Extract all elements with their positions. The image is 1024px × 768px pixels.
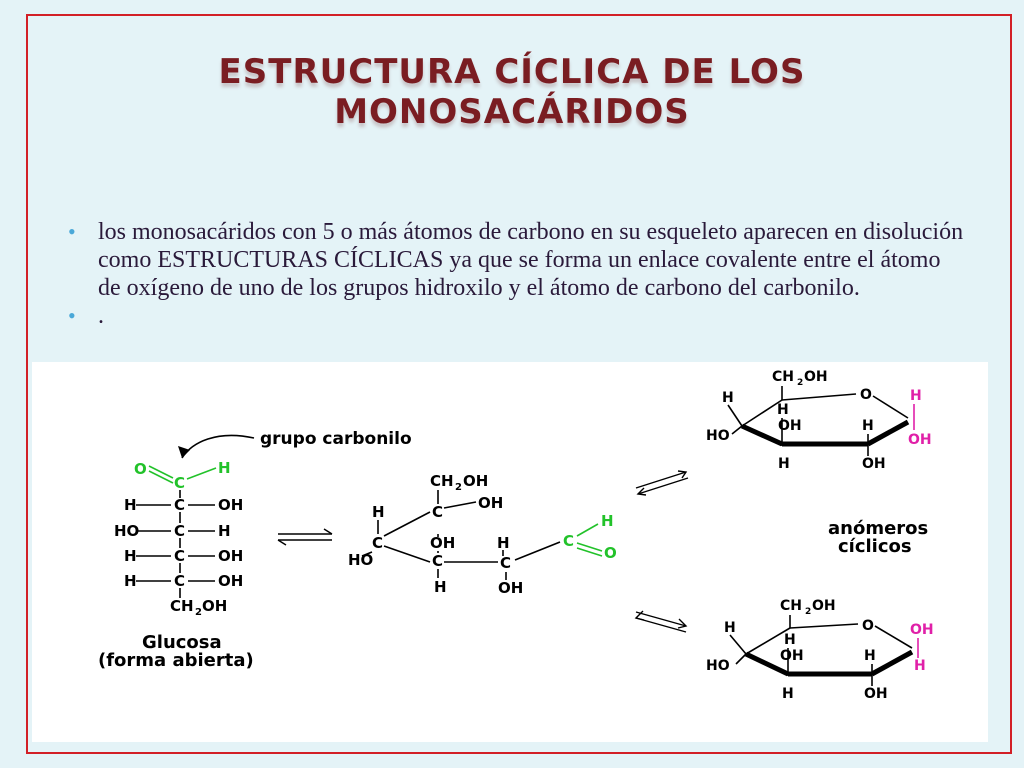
svg-text:OH: OH — [864, 686, 888, 702]
svg-text:OH: OH — [780, 648, 804, 664]
svg-text:H: H — [372, 503, 385, 521]
carbonyl-group: O C H — [134, 459, 231, 492]
open-chain-caption-2: (forma abierta) — [98, 650, 254, 671]
svg-text:HO: HO — [348, 551, 373, 569]
svg-text:CH: CH — [780, 598, 802, 614]
bullet-text: los monosacáridos con 5 o más átomos de … — [98, 219, 964, 301]
svg-text:CH: CH — [772, 369, 794, 385]
equilibrium-arrows-upper — [635, 470, 689, 496]
svg-text:O: O — [604, 544, 617, 562]
lower-ring-bonds — [729, 615, 914, 686]
carbonyl-pointer-arrowhead — [178, 446, 190, 458]
svg-text:H: H — [782, 686, 794, 702]
svg-text:CH: CH — [170, 597, 194, 615]
svg-text:2: 2 — [455, 482, 462, 493]
svg-text:O: O — [862, 618, 874, 634]
svg-text:OH: OH — [430, 534, 455, 552]
svg-text:H: H — [784, 632, 796, 648]
svg-text:OH: OH — [862, 456, 886, 472]
bullet-item: • los monosacáridos con 5 o más átomos de… — [66, 218, 966, 302]
svg-text:2: 2 — [195, 607, 202, 618]
anomers-label-2: cíclicos — [838, 536, 912, 557]
svg-text:OH: OH — [804, 369, 828, 385]
svg-text:HO: HO — [706, 658, 730, 674]
svg-text:H: H — [601, 512, 614, 530]
svg-text:OH: OH — [202, 597, 227, 615]
slide-border — [26, 14, 1012, 754]
svg-text:OH: OH — [478, 494, 503, 512]
svg-text:H: H — [124, 496, 137, 514]
svg-text:H: H — [218, 459, 231, 477]
upper-ring-bonds — [727, 386, 910, 456]
bullet-item: •. — [66, 302, 966, 330]
intermediate-carbonyl: C H O — [563, 512, 617, 562]
svg-text:C: C — [174, 522, 185, 540]
svg-text:OH: OH — [218, 572, 243, 590]
svg-text:H: H — [910, 388, 922, 404]
bullet-text: . — [98, 303, 104, 329]
equilibrium-arrows-lower — [634, 610, 688, 633]
carbonyl-bonds — [148, 465, 217, 484]
lower-anomeric-carbon: OH H — [910, 622, 934, 674]
svg-text:H: H — [434, 578, 447, 596]
svg-text:OH: OH — [463, 472, 488, 490]
svg-text:OH: OH — [908, 432, 932, 448]
svg-text:2: 2 — [805, 607, 811, 617]
equilibrium-arrows-1 — [277, 528, 333, 546]
bullet-dot-icon: • — [68, 303, 76, 328]
svg-text:H: H — [124, 547, 137, 565]
svg-text:C: C — [432, 503, 443, 521]
svg-text:H: H — [218, 522, 231, 540]
carbonyl-pointer-arrow — [181, 434, 255, 459]
anomers-label: anómeros — [828, 518, 928, 539]
svg-text:C: C — [563, 532, 574, 550]
svg-text:H: H — [777, 402, 789, 418]
svg-text:H: H — [778, 456, 790, 472]
svg-text:OH: OH — [218, 547, 243, 565]
svg-text:2: 2 — [797, 378, 803, 388]
svg-text:OH: OH — [218, 496, 243, 514]
svg-text:H: H — [914, 658, 926, 674]
svg-text:CH: CH — [430, 472, 454, 490]
svg-text:C: C — [372, 534, 383, 552]
svg-text:H: H — [864, 648, 876, 664]
svg-text:O: O — [134, 460, 147, 478]
slide-title: ESTRUCTURA CÍCLICA DE LOS MONOSACÁRIDOS — [218, 52, 806, 132]
svg-text:C: C — [174, 496, 185, 514]
svg-text:OH: OH — [812, 598, 836, 614]
svg-text:H: H — [124, 572, 137, 590]
svg-text:H: H — [722, 390, 734, 406]
svg-text:H: H — [497, 534, 510, 552]
svg-text:C: C — [432, 552, 443, 570]
svg-text:OH: OH — [778, 418, 802, 434]
carbonyl-label: grupo carbonilo — [260, 429, 412, 449]
svg-text:H: H — [724, 620, 736, 636]
upper-anomeric-carbon: H OH — [908, 388, 932, 448]
svg-text:HO: HO — [114, 522, 139, 540]
svg-text:C: C — [174, 572, 185, 590]
bullet-dot-icon: • — [68, 219, 76, 244]
svg-text:OH: OH — [498, 579, 523, 597]
bullet-list: • los monosacáridos con 5 o más átomos de… — [66, 218, 966, 330]
svg-text:HO: HO — [706, 428, 730, 444]
svg-text:C: C — [500, 554, 511, 572]
svg-text:C: C — [174, 474, 185, 492]
open-chain-caption: Glucosa — [142, 632, 222, 653]
svg-text:O: O — [860, 387, 872, 403]
svg-text:OH: OH — [910, 622, 934, 638]
svg-text:C: C — [174, 547, 185, 565]
svg-text:H: H — [862, 418, 874, 434]
